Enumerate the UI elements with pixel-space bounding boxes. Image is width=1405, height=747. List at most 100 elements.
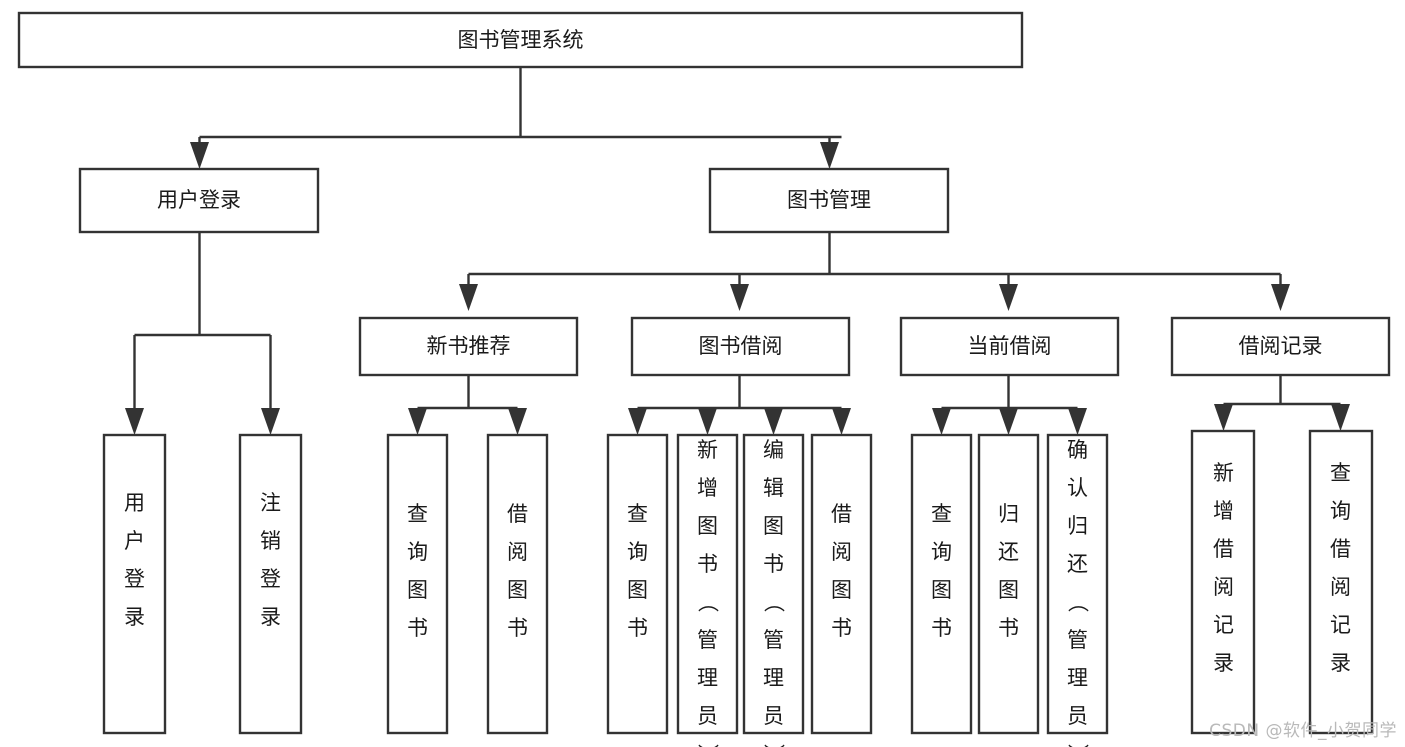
svg-text:录: 录: [124, 605, 145, 629]
node-current-borrow[interactable]: 当前借阅: [899, 316, 1120, 377]
node-borrow-record[interactable]: 借阅记录: [1170, 316, 1391, 377]
svg-text:（: （: [696, 592, 720, 613]
svg-text:）: ）: [1066, 744, 1090, 747]
svg-text:记: 记: [1213, 613, 1234, 637]
svg-text:管: 管: [763, 628, 784, 652]
svg-text:认: 认: [1067, 476, 1088, 500]
arrow-to-book-manage: [820, 142, 839, 169]
svg-text:书: 书: [998, 616, 1019, 640]
arrowhead-layer: [125, 142, 1350, 435]
svg-text:）: ）: [762, 744, 786, 747]
arrow-to-leaf-return-book: [999, 408, 1018, 435]
svg-text:书: 书: [763, 552, 784, 576]
svg-text:询: 询: [931, 540, 952, 564]
node-borrow-record-label: 借阅记录: [1239, 334, 1323, 358]
arrow-to-leaf-user-login: [125, 408, 144, 435]
arrow-to-leaf-confirm-return: [1068, 408, 1087, 435]
svg-text:询: 询: [1330, 499, 1351, 523]
svg-text:理: 理: [1067, 666, 1088, 690]
svg-text:借: 借: [507, 502, 528, 526]
arrow-to-leaf-edit-book: [764, 408, 783, 435]
node-leaf-user-login-label: 用户登录: [124, 491, 145, 629]
svg-text:图: 图: [998, 578, 1019, 602]
svg-text:图: 图: [931, 578, 952, 602]
svg-text:图: 图: [407, 578, 428, 602]
svg-text:查: 查: [407, 502, 428, 526]
svg-text:询: 询: [407, 540, 428, 564]
node-root-label: 图书管理系统: [458, 28, 584, 52]
svg-text:管: 管: [697, 628, 718, 652]
svg-text:还: 还: [1067, 552, 1088, 576]
arrow-to-leaf-add-book: [698, 408, 717, 435]
arrow-to-user-login: [190, 142, 209, 169]
arrow-to-borrow-record: [1271, 284, 1290, 311]
arrow-to-leaf-query-record: [1331, 404, 1350, 431]
node-current-borrow-label: 当前借阅: [968, 334, 1052, 358]
svg-text:（: （: [762, 592, 786, 613]
svg-text:录: 录: [1213, 651, 1234, 675]
svg-text:录: 录: [1330, 651, 1351, 675]
svg-text:员: 员: [697, 704, 718, 728]
svg-text:书: 书: [627, 616, 648, 640]
arrow-to-leaf-query-book-2: [628, 408, 647, 435]
svg-text:图: 图: [507, 578, 528, 602]
svg-text:书: 书: [931, 616, 952, 640]
svg-text:还: 还: [998, 540, 1019, 564]
svg-text:归: 归: [1067, 514, 1088, 538]
svg-text:借: 借: [1213, 537, 1234, 561]
svg-text:图: 图: [831, 578, 852, 602]
arrow-to-leaf-query-book-1: [408, 408, 427, 435]
svg-text:阅: 阅: [507, 540, 528, 564]
node-book-borrow-label: 图书借阅: [699, 334, 783, 358]
svg-text:阅: 阅: [1213, 575, 1234, 599]
svg-text:查: 查: [627, 502, 648, 526]
arrow-to-leaf-borrow-book-2: [832, 408, 851, 435]
svg-text:阅: 阅: [1330, 575, 1351, 599]
node-root[interactable]: 图书管理系统: [17, 11, 1024, 69]
node-book-borrow[interactable]: 图书借阅: [630, 316, 851, 377]
svg-text:辑: 辑: [763, 476, 784, 500]
svg-text:登: 登: [260, 567, 281, 591]
node-user-login[interactable]: 用户登录: [78, 167, 320, 234]
svg-text:询: 询: [627, 540, 648, 564]
svg-text:图: 图: [697, 514, 718, 538]
svg-text:增: 增: [1213, 499, 1234, 523]
svg-text:记: 记: [1330, 613, 1351, 637]
node-book-manage[interactable]: 图书管理: [708, 167, 950, 234]
svg-text:销: 销: [260, 529, 281, 553]
node-new-book-recommend-label: 新书推荐: [427, 334, 511, 358]
arrow-to-leaf-add-record: [1214, 404, 1233, 431]
svg-text:查: 查: [1330, 461, 1351, 485]
node-new-book-recommend[interactable]: 新书推荐: [358, 316, 579, 377]
svg-text:户: 户: [124, 529, 145, 553]
node-leaf-user-login[interactable]: 用户登录: [102, 433, 167, 735]
svg-text:（: （: [1066, 592, 1090, 613]
arrow-to-leaf-query-book-3: [932, 408, 951, 435]
svg-text:录: 录: [260, 605, 281, 629]
svg-text:新: 新: [697, 438, 718, 462]
node-layer: 图书管理系统 用户登录 图书管理 新书推荐 图书借阅 当前借阅 借阅记录: [17, 11, 1391, 747]
svg-text:借: 借: [1330, 537, 1351, 561]
arrow-to-book-borrow: [730, 284, 749, 311]
arrow-to-leaf-borrow-book-1: [508, 408, 527, 435]
svg-text:用: 用: [124, 491, 145, 515]
